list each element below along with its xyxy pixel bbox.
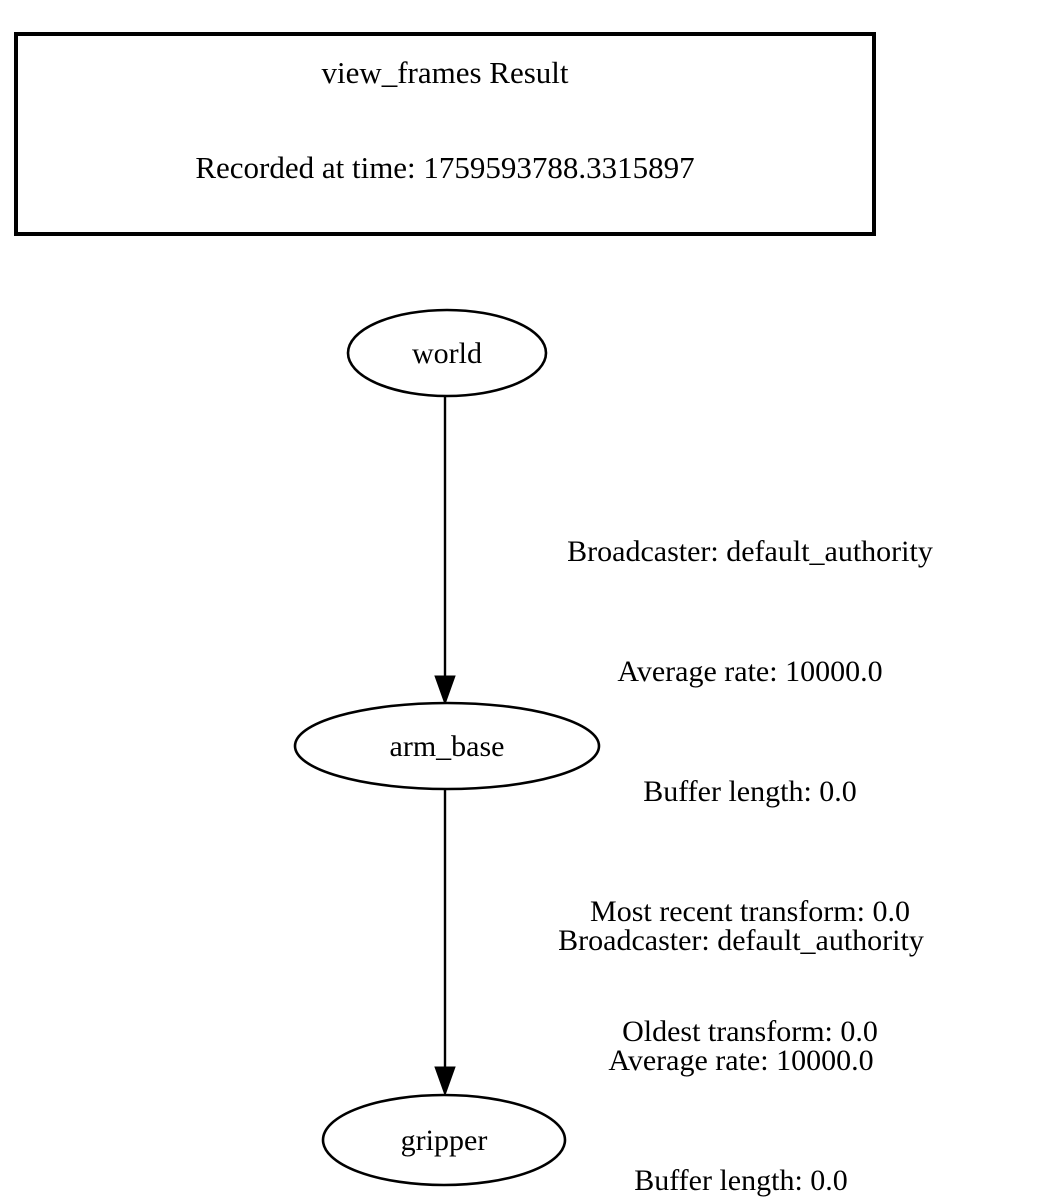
edge-arrowhead-arm-base-gripper [434,1066,456,1097]
edge-label-line-average-rate: Average rate: 10000.0 [608,1044,874,1077]
edge-label-line-average-rate: Average rate: 10000.0 [617,655,883,688]
edge-label-line-most-recent-transform: Most recent transform: 0.0 [590,895,910,928]
edge-label-line-buffer-length: Buffer length: 0.0 [634,1164,848,1197]
edge-arm-base-to-gripper [434,789,456,1097]
node-world-ellipse[interactable] [346,308,548,398]
edge-label-line-buffer-length: Buffer length: 0.0 [643,775,857,808]
view-frames-header-box: view_frames Result Recorded at time: 175… [14,32,876,236]
edge-label-arm-base-gripper: Broadcaster: default_authority Average r… [446,841,1036,1199]
edge-world-to-arm-base [434,396,456,706]
edge-arrowhead-world-arm-base [434,675,456,706]
node-arm-base[interactable]: arm_base [293,701,601,791]
recorded-at-time: Recorded at time: 1759593788.3315897 [195,150,695,185]
node-arm-base-ellipse[interactable] [293,701,601,791]
edge-label-world-arm-base: Broadcaster: default_authority Average r… [452,452,1048,1132]
edge-label-line-broadcaster: Broadcaster: default_authority [558,924,924,957]
node-world-label: world [412,337,482,370]
node-gripper-ellipse[interactable] [321,1093,567,1187]
node-gripper-label: gripper [401,1124,488,1157]
node-world[interactable]: world [346,308,548,398]
edge-label-line-broadcaster: Broadcaster: default_authority [567,535,933,568]
page-title: view_frames Result [321,55,569,90]
edge-label-line-oldest-transform: Oldest transform: 0.0 [622,1015,878,1048]
node-gripper[interactable]: gripper [321,1093,567,1187]
node-arm-base-label: arm_base [390,730,505,763]
